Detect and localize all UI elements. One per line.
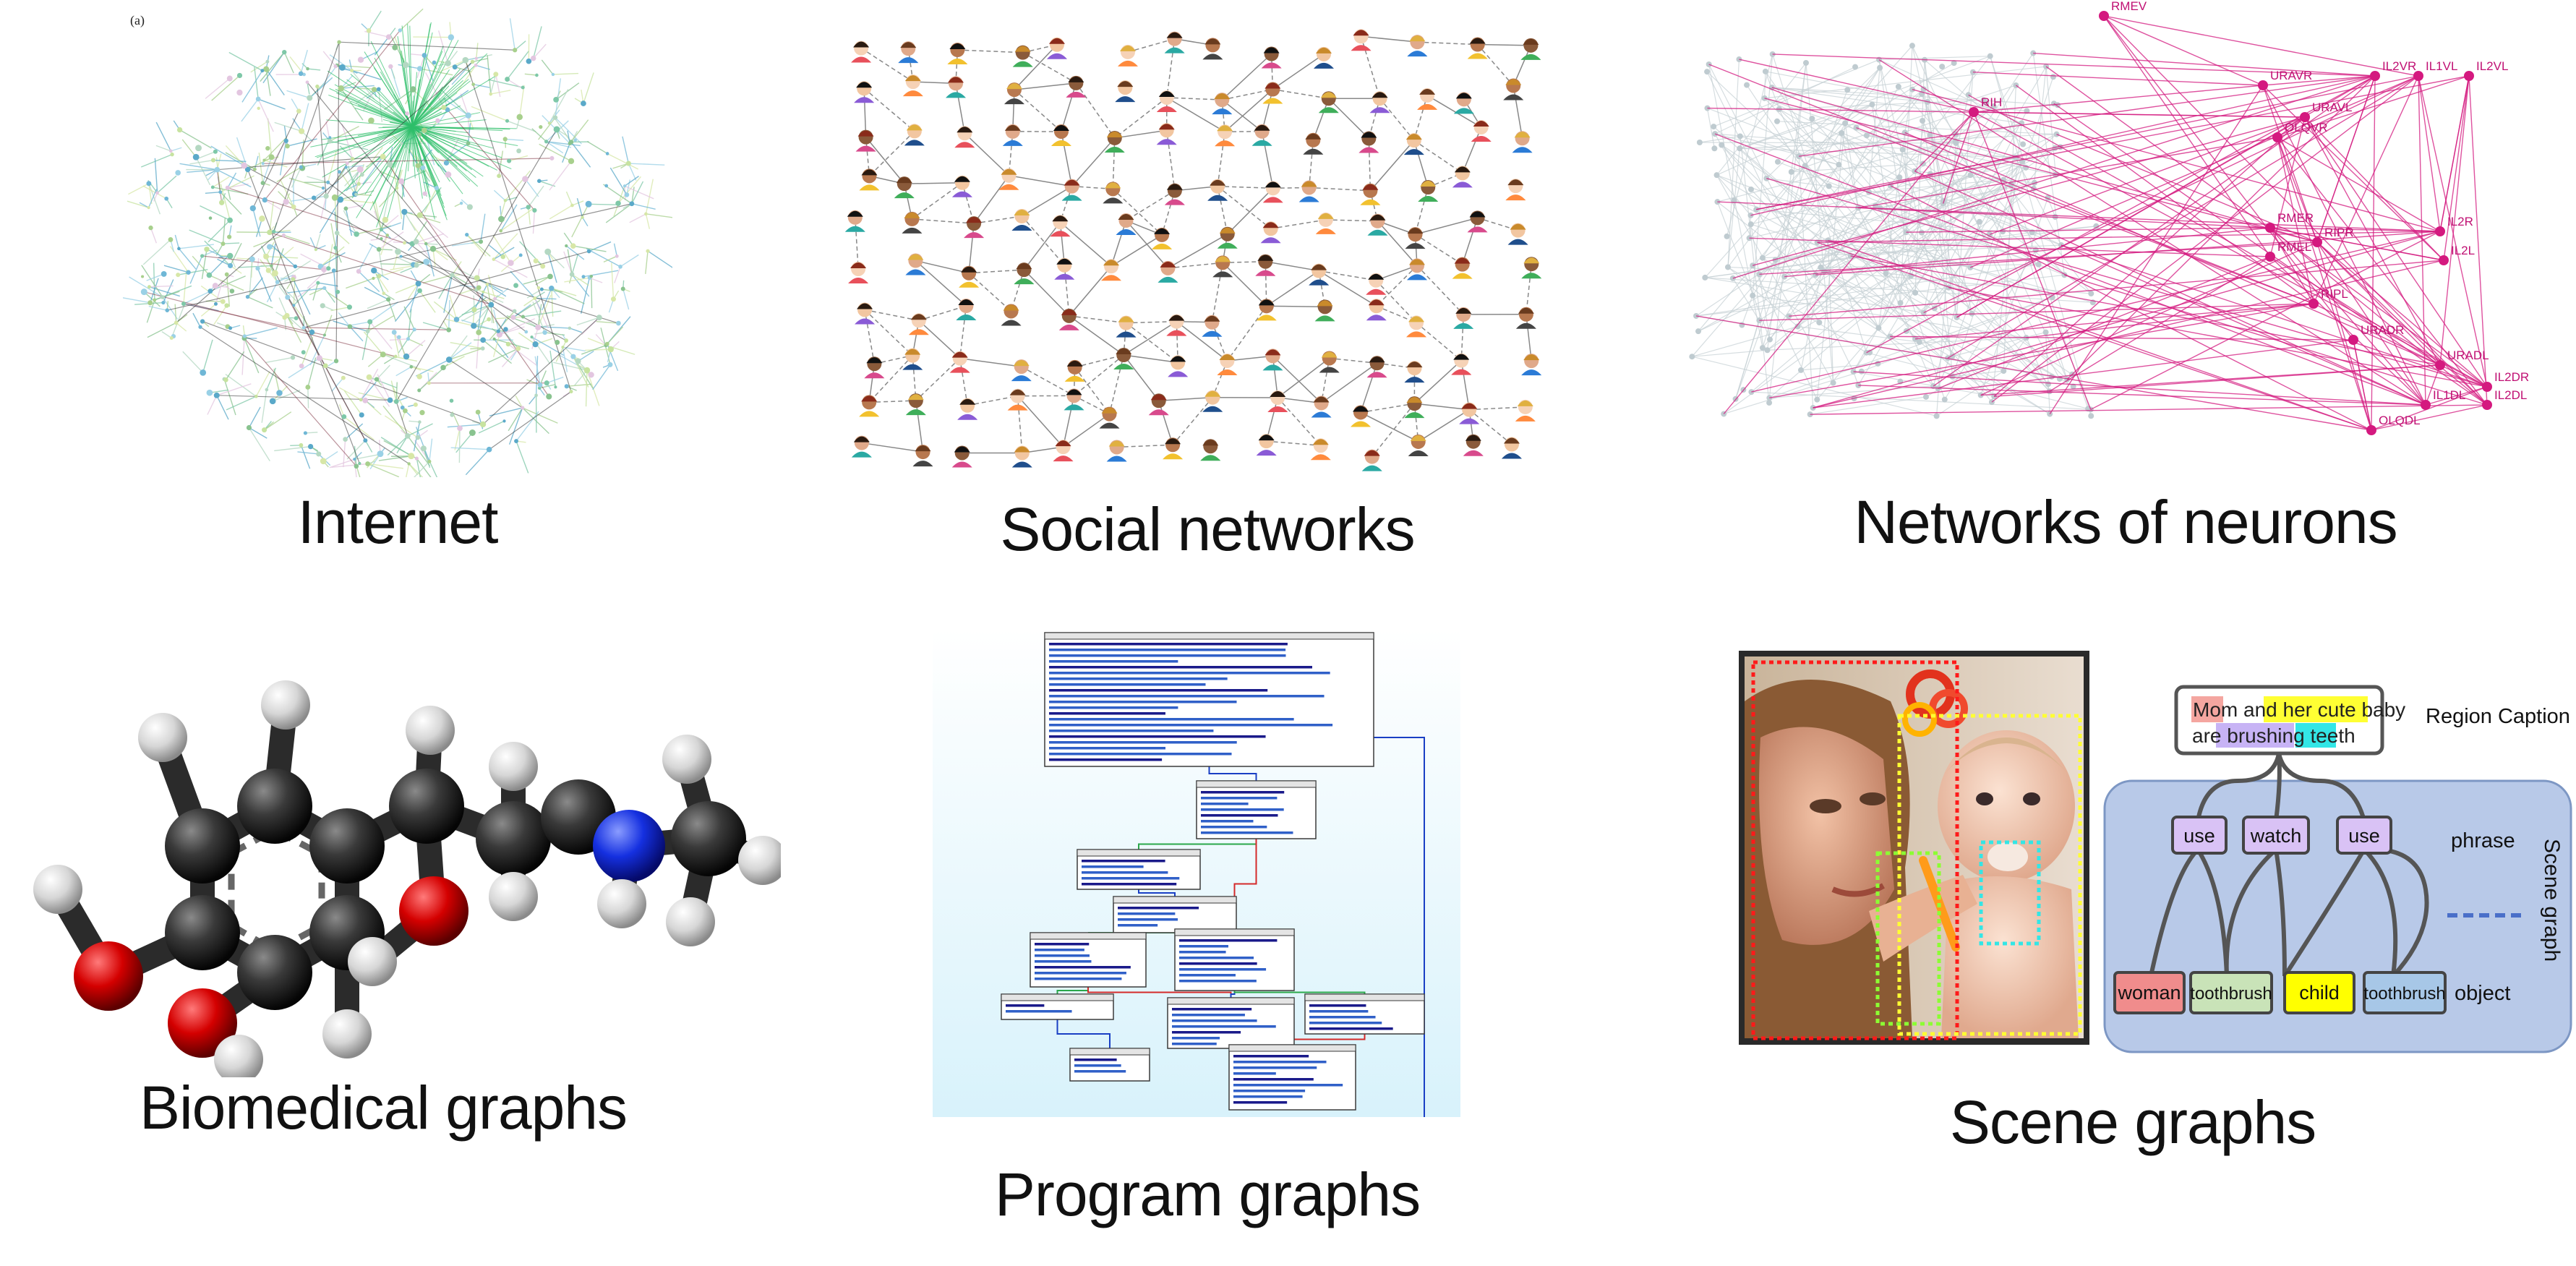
object-node-toothbrush-1: toothbrush — [2189, 971, 2273, 1014]
object-node-child: child — [2283, 971, 2355, 1014]
internet-corner-label: (a) — [130, 13, 145, 27]
neuron-label-il2l: IL2L — [2451, 244, 2475, 257]
caption-word-brushing: brushing — [2227, 724, 2304, 747]
neuron-label-rmev: RMEV — [2111, 0, 2147, 13]
neuron-label-uravl: URAVL — [2312, 100, 2352, 114]
neuron-label-olqvr: OLQVR — [2285, 121, 2328, 134]
svg-text:child: child — [2299, 982, 2340, 1004]
phrase-node-1: use — [2171, 816, 2228, 855]
phrase-node-3: use — [2336, 816, 2392, 855]
neuron-label-il2r: IL2R — [2447, 215, 2473, 228]
neuron-label-rih: RIH — [1981, 95, 2002, 109]
neuron-label-il2vr: IL2VR — [2382, 59, 2416, 73]
svg-text:watch: watch — [2250, 825, 2302, 847]
internet-caption: Internet — [297, 488, 499, 556]
molecule-panel — [14, 600, 781, 1077]
neuron-label-uradl: URADL — [2447, 348, 2489, 362]
caption-word-teeth: teeth — [2310, 724, 2355, 747]
phrase-node-2: watch — [2242, 816, 2310, 855]
caption-word-mom: Mom — [2193, 698, 2238, 721]
svg-text:are brushing teeth: are brushing teeth — [2192, 724, 2355, 747]
social-network-panel — [831, 22, 1562, 484]
neuron-network-panel: RMEV RIH URAVR URAVL OLQVR IL2VR IL1VL IL2VL IL2… — [1663, 0, 2574, 463]
biomedical-caption: Biomedical graphs — [139, 1074, 628, 1142]
scene-caption: Scene graphs — [1949, 1088, 2316, 1156]
scene-graph-label: Scene graph — [2540, 839, 2564, 962]
neuron-label-il2dr: IL2DR — [2494, 370, 2529, 384]
svg-text:use: use — [2183, 825, 2215, 847]
social-caption: Social networks — [1000, 495, 1415, 563]
svg-text:woman: woman — [2117, 982, 2181, 1004]
neuron-label-il2dl: IL2DL — [2494, 388, 2527, 402]
svg-text:Mom and her cute baby: Mom and her cute baby — [2193, 698, 2405, 721]
neuron-label-ripl: RIPL — [2321, 287, 2348, 301]
neuron-label-il2vl: IL2VL — [2476, 59, 2508, 73]
neuron-label-rmel: RMEL — [2277, 240, 2311, 254]
object-node-woman: woman — [2113, 971, 2186, 1014]
molecule-ball-and-stick-image — [33, 680, 781, 1077]
control-flow-graph-image — [933, 629, 1460, 1117]
neuron-label-uravr: URAVR — [2270, 69, 2312, 82]
neurons-caption: Networks of neurons — [1854, 488, 2397, 556]
neuron-network-graph-image: RMEV RIH URAVR URAVL OLQVR IL2VR IL1VL IL2VL IL2… — [1689, 0, 2529, 435]
object-node-toothbrush-2: toothbrush — [2363, 971, 2447, 1014]
neuron-label-il1vl: IL1VL — [2426, 59, 2457, 73]
svg-text:toothbrush: toothbrush — [2190, 984, 2272, 1004]
neuron-label-ripr: RIPR — [2324, 226, 2354, 239]
object-label: object — [2455, 982, 2510, 1005]
svg-text:use: use — [2348, 825, 2380, 847]
social-network-graph-image — [844, 29, 1542, 471]
program-caption: Program graphs — [994, 1160, 1421, 1228]
phrase-label: phrase — [2451, 829, 2515, 852]
caption-word-her-cute-baby: her cute baby — [2283, 698, 2406, 721]
scene-graph-diagram: Mom and her cute baby are brushing teeth… — [2100, 672, 2576, 1056]
mother-baby-photo — [1745, 656, 2084, 1040]
neuron-label-olqdl: OLQDL — [2379, 414, 2421, 427]
program-graph-panel — [933, 629, 1460, 1117]
internet-graph-image — [123, 8, 672, 477]
caption-word-are: are — [2192, 724, 2221, 747]
neuron-label-uradr: URADR — [2361, 323, 2404, 337]
neuron-label-rmer: RMER — [2277, 211, 2314, 225]
caption-word-and: and — [2243, 698, 2277, 721]
neuron-label-il1dl: IL1DL — [2433, 388, 2465, 402]
svg-text:toothbrush: toothbrush — [2363, 984, 2445, 1004]
region-caption-label: Region Caption — [2426, 705, 2570, 728]
scene-photo — [1739, 651, 2089, 1045]
internet-panel: (a) — [123, 7, 672, 477]
